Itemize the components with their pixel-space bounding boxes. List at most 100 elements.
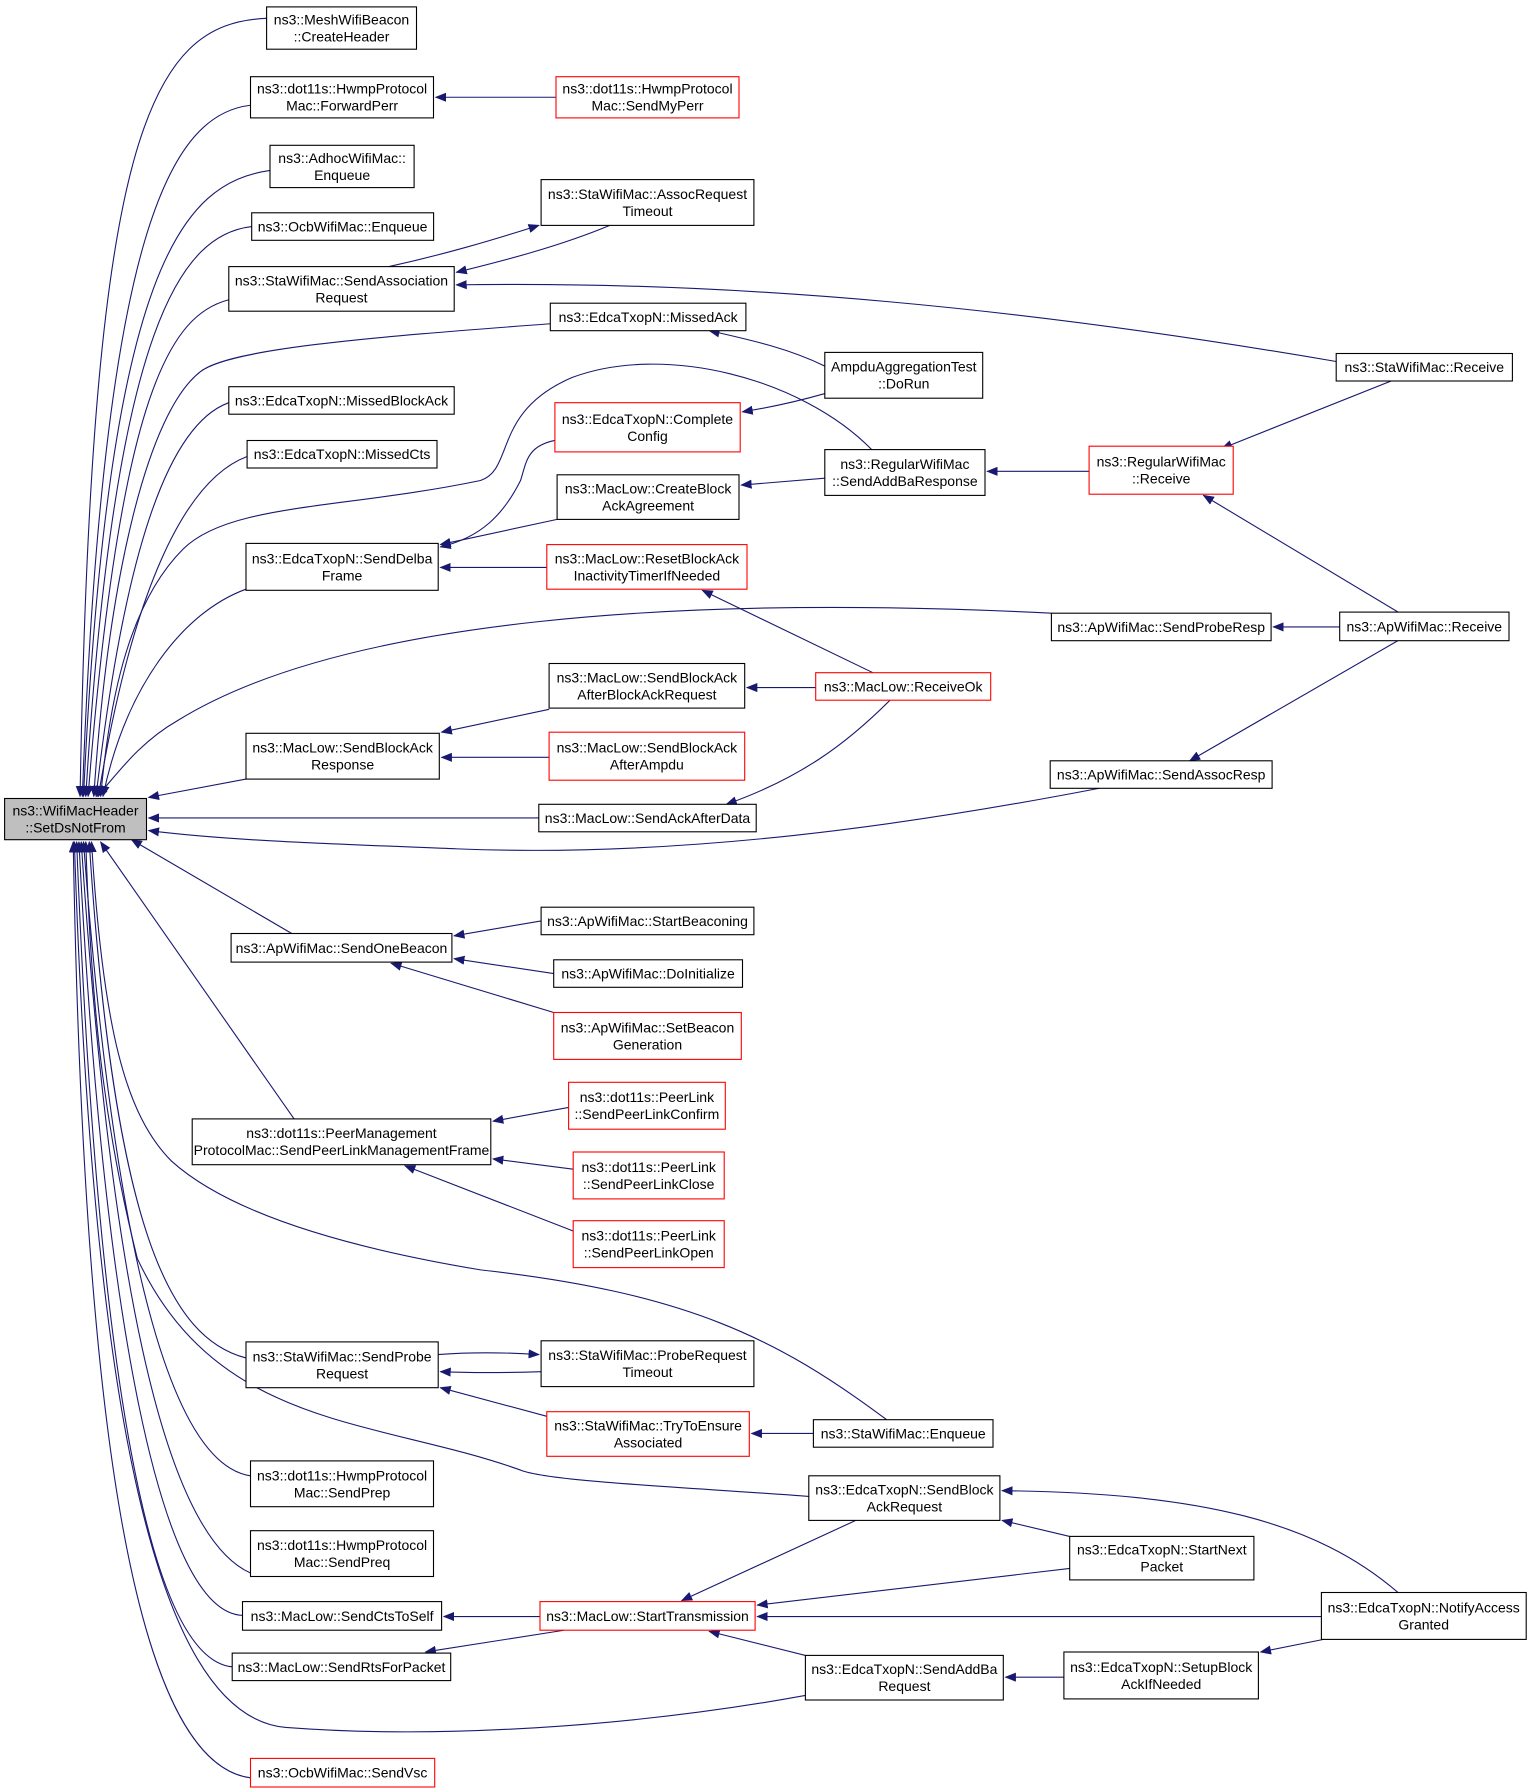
node-label-line: ns3::MacLow::SendCtsToSelf (251, 1608, 434, 1624)
node-label-line: ns3::dot11s::HwmpProtocol (257, 1537, 427, 1553)
node-label-line: ns3::MacLow::ResetBlockAck (555, 550, 740, 566)
edge-n37-to-n35 (439, 1385, 546, 1417)
node-n22[interactable]: ns3::MacLow::ReceiveOk (815, 672, 992, 701)
node-box (269, 144, 415, 189)
node-label-line: ns3::ApWifiMac::SendAssocResp (1057, 767, 1266, 783)
node-n18[interactable]: ns3::MacLow::ResetBlockAckInactivityTime… (546, 544, 748, 590)
edge-n11-to-root (92, 403, 229, 798)
node-label-line: ProtocolMac::SendPeerLinkManagementFrame (194, 1142, 490, 1158)
node-box (555, 76, 740, 119)
node-label-line: Request (315, 289, 367, 305)
node-n43[interactable]: ns3::MacLow::SendCtsToSelf (241, 1601, 443, 1631)
node-label-line: AckAgreement (602, 498, 694, 514)
node-n9[interactable]: ns3::StaWifiMac::Receive (1335, 352, 1513, 382)
node-label-line: Mac::SendPrep (294, 1484, 391, 1500)
node-n8[interactable]: ns3::EdcaTxopN::MissedAck (549, 302, 747, 332)
node-n21[interactable]: ns3::MacLow::SendBlockAckAfterBlockAckRe… (548, 662, 746, 709)
edge-n34-to-n32 (403, 1166, 573, 1231)
edge-n32-to-root (100, 841, 294, 1119)
node-n27[interactable]: ns3::ApWifiMac::StartBeaconing (540, 906, 755, 936)
edge-n8-to-root (89, 324, 550, 798)
node-root: ns3::WifiMacHeader::SetDsNotFrom (4, 797, 148, 841)
node-n15[interactable]: ns3::RegularWifiMac::Receive (1088, 445, 1234, 495)
node-label-line: ns3::EdcaTxopN::SendDelba (252, 550, 433, 566)
node-label-line: ns3::dot11s::HwmpProtocol (257, 81, 427, 97)
node-n19[interactable]: ns3::ApWifiMac::SendProbeResp (1050, 612, 1272, 642)
node-box (824, 449, 986, 496)
node-box (246, 439, 438, 469)
node-n32[interactable]: ns3::dot11s::PeerManagementProtocolMac::… (191, 1118, 492, 1166)
edge-n49-to-root (68, 840, 250, 1778)
node-n31[interactable]: ns3::dot11s::PeerLink::SendPeerLinkConfi… (568, 1081, 726, 1130)
node-box (249, 1757, 436, 1788)
edge-n40-to-root (81, 840, 809, 1496)
node-n2[interactable]: ns3::dot11s::HwmpProtocolMac::ForwardPer… (249, 76, 435, 119)
node-n34[interactable]: ns3::dot11s::PeerLink::SendPeerLinkOpen (572, 1220, 725, 1269)
node-n13[interactable]: ns3::EdcaTxopN::MissedCts (246, 439, 438, 469)
node-box (1339, 611, 1510, 642)
node-n28[interactable]: ns3::ApWifiMac::SendOneBeacon (230, 932, 453, 963)
edge-n20-to-n15 (1202, 494, 1398, 612)
edge-n2-to-root (78, 105, 250, 798)
node-n14[interactable]: ns3::RegularWifiMac::SendAddBaResponse (824, 449, 986, 496)
edge-n42-to-n44 (756, 1568, 1069, 1609)
node-box (539, 1601, 756, 1631)
edge-n29-to-n28 (453, 955, 554, 974)
node-n38[interactable]: ns3::StaWifiMac::Enqueue (812, 1419, 994, 1448)
node-n4[interactable]: ns3::AdhocWifiMac::Enqueue (269, 144, 415, 189)
node-n49[interactable]: ns3::OcbWifiMac::SendVsc (249, 1757, 436, 1788)
node-label-line: Timeout (622, 203, 672, 219)
edge-n7-to-root (84, 300, 229, 798)
node-box (808, 1475, 1001, 1521)
node-box (554, 402, 741, 453)
node-n46[interactable]: ns3::MacLow::SendRtsForPacket (231, 1652, 452, 1682)
node-n44[interactable]: ns3::MacLow::StartTransmission (539, 1601, 756, 1631)
node-box (231, 1652, 452, 1682)
node-n26[interactable]: ns3::MacLow::SendAckAfterData (538, 803, 757, 833)
node-n20[interactable]: ns3::ApWifiMac::Receive (1339, 611, 1510, 642)
node-n25[interactable]: ns3::ApWifiMac::SendAssocResp (1049, 760, 1273, 789)
node-label-line: ::SendPeerLinkClose (583, 1176, 715, 1192)
node-box (572, 1151, 725, 1200)
node-n29[interactable]: ns3::ApWifiMac::DoInitialize (553, 959, 744, 988)
node-label-line: ns3::EdcaTxopN::SendAddBa (811, 1661, 997, 1677)
edge-n7-to-n6 (389, 224, 540, 266)
node-box (546, 544, 748, 590)
node-label-line: Granted (1398, 1616, 1449, 1632)
node-label-line: ns3::AdhocWifiMac:: (278, 150, 406, 166)
node-label-line: AckRequest (867, 1499, 943, 1515)
node-box (548, 662, 746, 709)
node-n5[interactable]: ns3::OcbWifiMac::Enqueue (251, 212, 435, 241)
node-box (245, 732, 440, 780)
node-label-line: ns3::MacLow::SendRtsForPacket (238, 1659, 446, 1675)
node-box (249, 1460, 435, 1508)
node-label-line: ns3::dot11s::PeerLink (582, 1159, 717, 1175)
node-n33[interactable]: ns3::dot11s::PeerLink::SendPeerLinkClose (572, 1151, 725, 1200)
edge-n6-to-n7 (455, 225, 609, 275)
node-box (230, 932, 453, 963)
node-n11[interactable]: ns3::EdcaTxopN::MissedBlockAck (228, 386, 455, 415)
node-box (548, 731, 746, 781)
node-label-line: Mac::SendMyPerr (591, 98, 703, 114)
node-n10[interactable]: AmpduAggregationTest::DoRun (824, 351, 984, 399)
node-n1[interactable]: ns3::MeshWifiBeacon::CreateHeader (266, 6, 418, 50)
